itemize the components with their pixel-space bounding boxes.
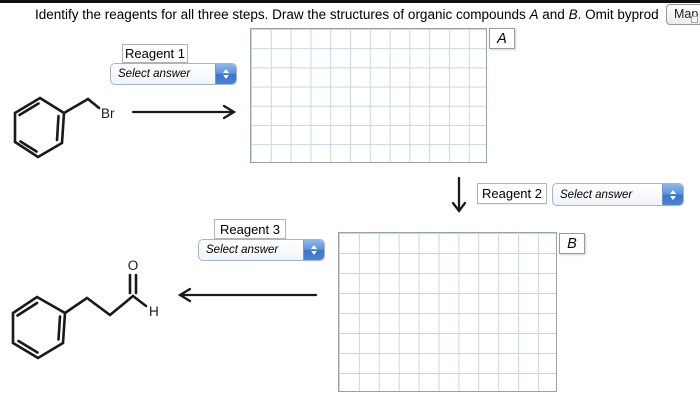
reagent3-label-box: Reagent 3 xyxy=(214,219,286,239)
reagent2-dropdown[interactable]: Select answer xyxy=(552,183,684,206)
double-bond xyxy=(18,102,40,117)
spinner-down-icon xyxy=(311,251,317,255)
arrow-down-icon xyxy=(451,176,467,213)
compound-a-ref: A xyxy=(529,7,539,22)
benzyl-bromide-structure: Br xyxy=(13,96,115,159)
title-text: and xyxy=(538,7,569,22)
atom-label-br: Br xyxy=(101,106,115,121)
ch2-bond xyxy=(62,97,90,115)
question-title: Identify the reagents for all three step… xyxy=(35,7,659,22)
double-bond xyxy=(57,315,62,341)
dropdown-stepper[interactable] xyxy=(215,64,236,84)
dropdown-stepper[interactable] xyxy=(303,240,324,260)
reagent3-selected-value: Select answer xyxy=(206,244,279,256)
compound-b-label: B xyxy=(567,235,577,252)
spinner-up-icon xyxy=(670,189,676,194)
c-h-bond xyxy=(131,294,148,308)
top-border-bar xyxy=(0,0,700,3)
title-text: . Omit byprod xyxy=(577,7,659,22)
atom-label-h: H xyxy=(149,304,159,319)
compound-a-label-box: A xyxy=(489,28,515,49)
reagent3-dropdown[interactable]: Select answer xyxy=(198,239,325,261)
phenylpropanal-structure: O H xyxy=(11,258,159,360)
compound-b-label-box: B xyxy=(559,233,585,254)
double-bond xyxy=(55,114,60,142)
spinner-up-icon xyxy=(223,69,229,73)
dropdown-stepper[interactable] xyxy=(662,184,683,205)
propyl-chain xyxy=(63,294,135,317)
title-text: Identify the reagents for all three step… xyxy=(35,7,530,22)
reagent2-label-box: Reagent 2 xyxy=(477,183,547,204)
spinner-down-icon xyxy=(223,75,229,79)
double-bond xyxy=(19,140,38,153)
map-corner-box xyxy=(691,16,698,23)
drawing-canvas-b[interactable] xyxy=(338,232,557,392)
spinner-up-icon xyxy=(311,245,317,249)
double-bond xyxy=(16,301,39,317)
reagent2-selected-value: Select answer xyxy=(560,188,633,201)
reagent1-selected-value: Select answer xyxy=(118,68,191,80)
compound-b-ref: B xyxy=(568,7,578,22)
compound-a-label: A xyxy=(497,30,507,47)
reagent3-label: Reagent 3 xyxy=(220,221,280,237)
reagent1-label-box: Reagent 1 xyxy=(122,44,188,63)
double-bond xyxy=(17,339,39,354)
reagent1-dropdown[interactable]: Select answer xyxy=(110,63,237,85)
spinner-down-icon xyxy=(670,195,676,200)
arrow-left-icon xyxy=(177,287,318,303)
c-br-bond xyxy=(86,97,101,110)
drawing-canvas-a[interactable] xyxy=(250,28,487,163)
atom-label-o: O xyxy=(128,258,139,273)
reagent2-label: Reagent 2 xyxy=(482,186,542,201)
benzene-ring xyxy=(11,295,67,360)
reagent1-label: Reagent 1 xyxy=(125,46,185,61)
arrow-right-icon xyxy=(131,104,237,120)
